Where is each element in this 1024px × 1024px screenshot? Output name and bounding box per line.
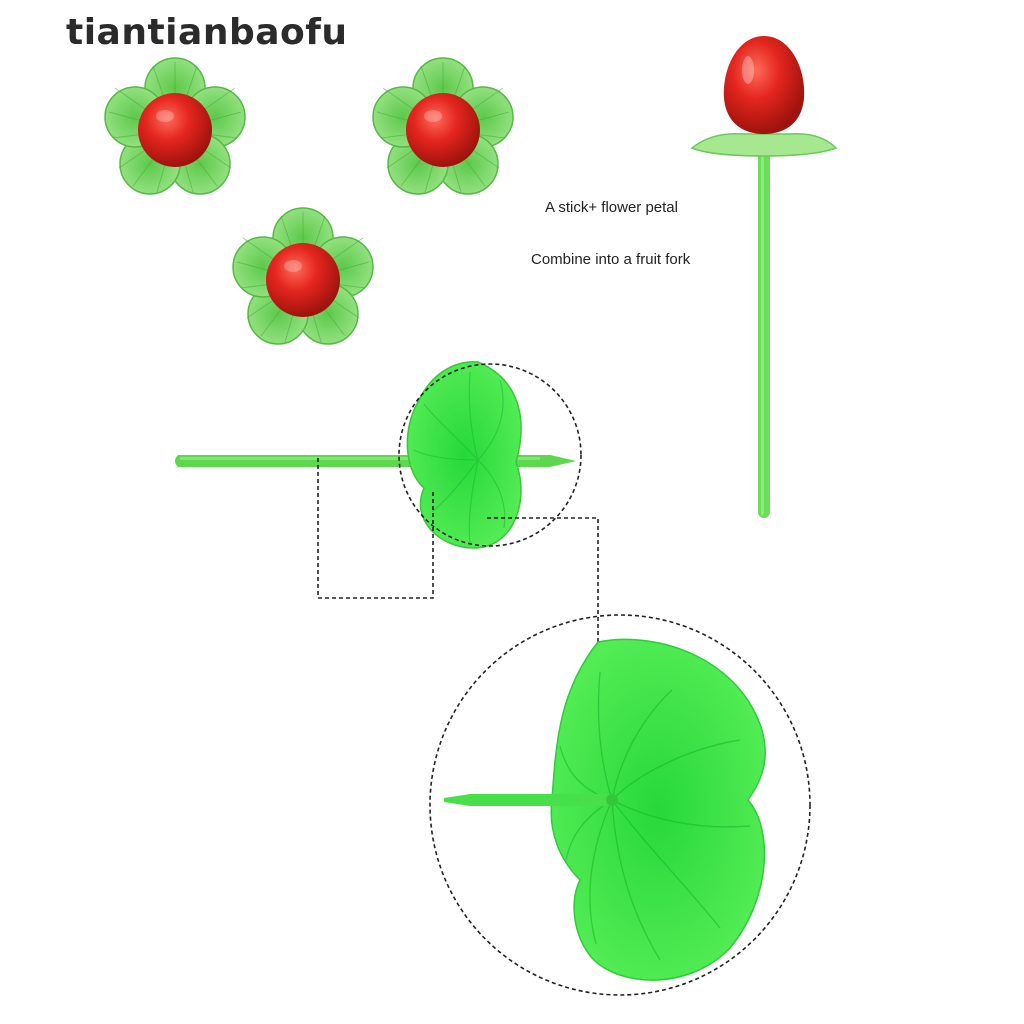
- stick-with-petal: [175, 361, 576, 549]
- petal-icon: [406, 361, 522, 549]
- caption-combine: Combine into a fruit fork: [531, 251, 691, 268]
- assembled-fruit-fork: [690, 36, 838, 518]
- callout-lines: [317, 363, 811, 996]
- flower-fork-icon: [372, 57, 514, 195]
- petal-icon: [550, 638, 766, 981]
- watermark: tiantianbaofu: [66, 12, 348, 53]
- flower-fork-icon: [104, 57, 246, 195]
- zoomed-petal: [444, 638, 766, 981]
- caption-stick-petal: A stick+ flower petal: [545, 199, 678, 216]
- flower-fork-icon: [232, 207, 374, 345]
- petal-icon: [690, 133, 838, 157]
- stick-icon: [444, 794, 612, 806]
- cherry-tomato-icon: [723, 36, 805, 134]
